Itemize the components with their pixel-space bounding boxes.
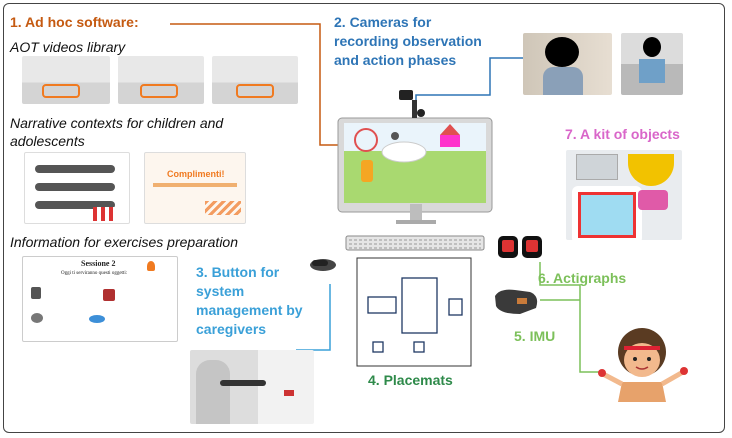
camera-photo-front <box>523 33 612 95</box>
button-device-icon <box>310 259 336 271</box>
cameras-title-line2: recording observation <box>334 33 482 49</box>
aot-video-thumb-2 <box>118 56 204 104</box>
session-title: Sessione 2 <box>81 259 116 268</box>
narrative-board-game <box>24 152 130 224</box>
objects-title: 7. A kit of objects <box>565 126 680 142</box>
imu-title: 5. IMU <box>514 328 556 344</box>
placemat-drawing <box>356 257 472 367</box>
narrative-label-line2: adolescents <box>10 133 85 149</box>
cameras-title-line1: 2. Cameras for <box>334 14 432 30</box>
narrative-complimenti-slide: Complimenti! <box>144 152 246 224</box>
connector-actigraphs <box>539 262 600 373</box>
camera-icon <box>399 90 425 118</box>
button-title-line2: system <box>196 283 245 299</box>
button-title-line3: management by <box>196 302 303 318</box>
child-character-icon <box>598 328 688 402</box>
keyboard-icon <box>345 235 485 251</box>
button-title-line4: caregivers <box>196 321 267 337</box>
monitor-icon <box>337 117 493 224</box>
camera-photo-top <box>621 33 683 95</box>
aot-video-thumb-1 <box>22 56 110 104</box>
connector-software <box>170 23 338 146</box>
complimenti-text: Complimenti! <box>167 169 225 179</box>
actigraph-icon <box>498 236 542 258</box>
diagram-frame <box>3 3 725 433</box>
exercises-label: Information for exercises preparation <box>10 234 238 250</box>
videos-label: AOT videos library <box>10 39 126 55</box>
cameras-title-line3: and action phases <box>334 52 457 68</box>
session-subtitle: Oggi ti serviranno questi oggetti: <box>61 271 128 276</box>
imu-sensor-icon <box>495 289 538 314</box>
narrative-label-line1: Narrative contexts for children and <box>10 115 224 131</box>
button-usage-photo <box>190 350 314 424</box>
software-title: 1. Ad hoc software: <box>10 14 139 30</box>
aot-video-thumb-3 <box>212 56 298 104</box>
objects-kit-photo <box>566 150 682 240</box>
placemats-title: 4. Placemats <box>368 372 453 388</box>
actigraphs-title: 6. Actigraphs <box>538 270 627 286</box>
exercise-session-slide: Sessione 2 Oggi ti serviranno questi ogg… <box>22 256 178 342</box>
button-title-line1: 3. Button for <box>196 264 280 280</box>
